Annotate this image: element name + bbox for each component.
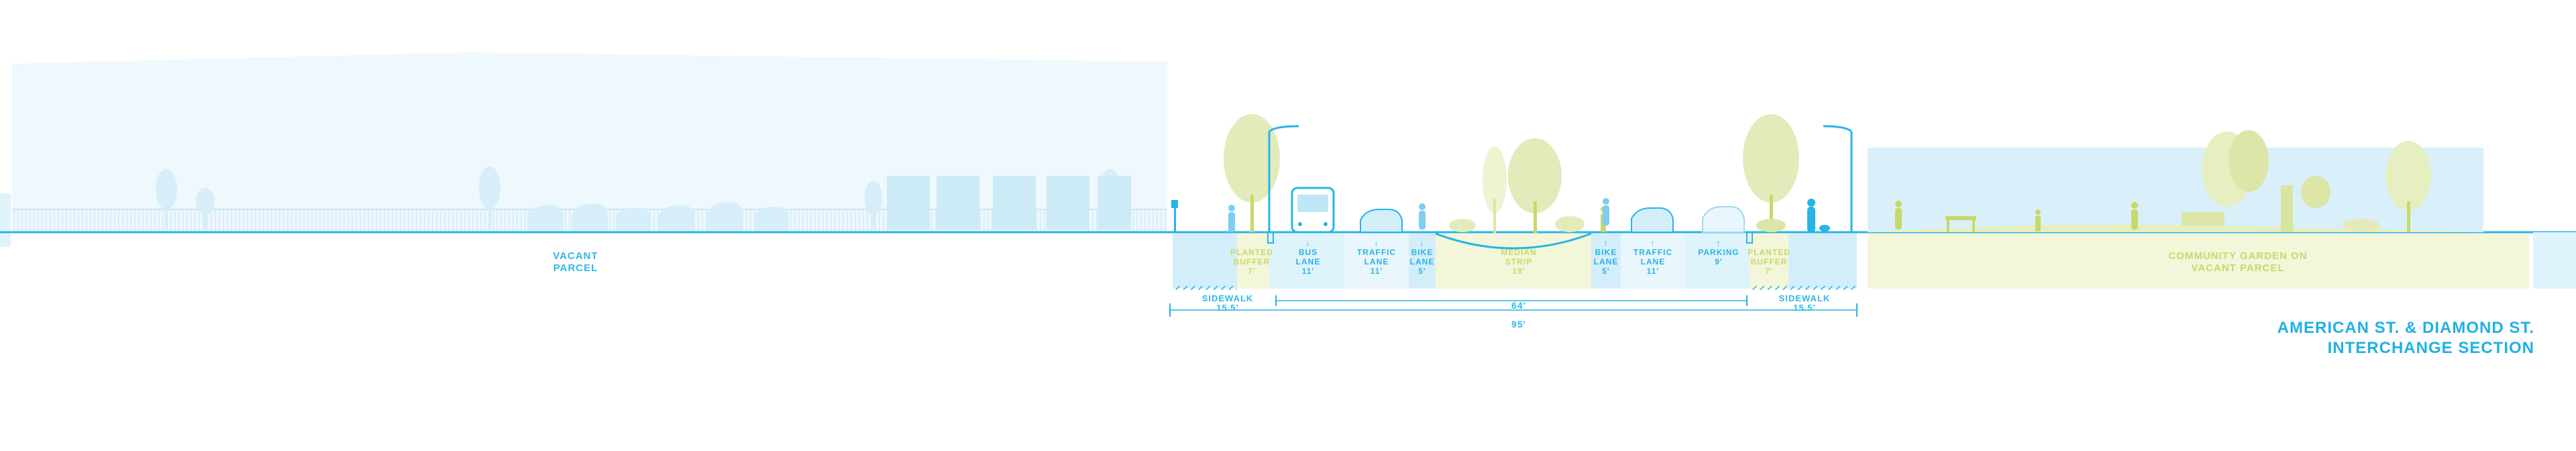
left-edge-block: [0, 193, 11, 247]
dimension-lines: [1169, 295, 1858, 317]
bike-lane-right-label-1: BIKE: [1595, 248, 1617, 257]
right-edge-block: [2533, 232, 2576, 289]
sidewalk-left-label: SIDEWALK: [1202, 293, 1254, 303]
bike-lane-left-col: [1409, 234, 1436, 289]
left-parked-cars: [527, 203, 789, 231]
right-parcel-label-1: COMMUNITY GARDEN ON: [2168, 250, 2307, 262]
zone-labels: PLANTEDBUFFER7'↓BUSLANE11'↓TRAFFICLANE11…: [1230, 238, 1790, 276]
bike-lane-left-direction-arrow: ↓: [1420, 238, 1425, 248]
parking-lane-col: [1685, 234, 1750, 289]
traffic-lane-left-label-1: TRAFFIC: [1357, 248, 1396, 257]
right-parcel-label-2: VACANT PARCEL: [2191, 262, 2284, 274]
car-left: [1360, 209, 1403, 233]
sidewalk-right-value: 15.5': [1793, 303, 1815, 313]
garden-figures: [1895, 185, 2380, 232]
pedestrian-right: [1807, 199, 1830, 232]
traffic-lane-right-label-2: LANE: [1641, 257, 1666, 266]
garden-trees: [2202, 130, 2431, 232]
sidewalk-right-label: SIDEWALK: [1779, 293, 1831, 303]
median-dip: [1435, 232, 1592, 250]
parked-car: [1702, 206, 1745, 233]
planted-buffer-right-label-1: PLANTED: [1748, 248, 1790, 257]
planted-buffer-right-label-2: BUFFER: [1751, 257, 1788, 266]
left-parcel-label-1: VACANT: [553, 250, 598, 262]
street-elements: [1171, 114, 1853, 234]
bus-lane-label-3: 11': [1302, 266, 1315, 276]
bus-lane-label-2: LANE: [1296, 257, 1321, 266]
bike-lane-left-label-2: LANE: [1410, 257, 1435, 266]
left-buffer-tree: [1224, 114, 1280, 232]
traffic-lane-left-direction-arrow: ↓: [1375, 238, 1379, 248]
median-strip-label-3: 18': [1512, 266, 1525, 276]
bike-lane-right-col: [1591, 234, 1621, 289]
title-line-2: INTERCHANGE SECTION: [2328, 339, 2534, 357]
median-strip-label-1: MEDIAN: [1501, 248, 1536, 257]
traffic-lane-left-col: [1344, 234, 1409, 289]
left-vacant-parcel: [0, 52, 1167, 247]
traffic-lane-right-direction-arrow: ↑: [1651, 238, 1656, 248]
labels: VACANT PARCEL COMMUNITY GARDEN ON VACANT…: [553, 250, 2534, 357]
planted-buffer-right-label-3: 7': [1765, 266, 1773, 276]
sidewalk-right-col: [1788, 234, 1857, 289]
bus-lane-label-1: BUS: [1299, 248, 1318, 257]
parking-lane-direction-arrow: ↑: [1717, 238, 1721, 248]
streetlight-right: [1823, 125, 1853, 232]
median-strip-label-2: STRIP: [1505, 257, 1532, 266]
streetlight-left: [1268, 125, 1299, 232]
bus-lane-direction-arrow: ↓: [1306, 238, 1311, 248]
street-section-columns: [1173, 232, 1858, 290]
title-line-1: AMERICAN ST. & DIAMOND ST.: [2277, 319, 2534, 337]
bike-lane-right-direction-arrow: ↑: [1604, 238, 1609, 248]
cyclist-left: [1419, 203, 1426, 230]
bike-lane-left-label-3: 5': [1418, 266, 1426, 276]
car-right: [1631, 207, 1674, 233]
sidewalk-left-value: 15.5': [1216, 303, 1238, 313]
left-trailers: [887, 176, 1131, 230]
street-width-value: 64': [1511, 300, 1526, 311]
parking-lane-label-1: PARKING: [1698, 248, 1739, 257]
cyclist-right: [1603, 198, 1609, 225]
planted-buffer-right-col: [1750, 234, 1788, 289]
traffic-lane-left-label-3: 11': [1371, 266, 1383, 276]
garden-ground-band: [1868, 234, 2529, 289]
planted-buffer-left-label-2: BUFFER: [1234, 257, 1271, 266]
bike-lane-right-label-2: LANE: [1594, 257, 1619, 266]
planted-buffer-left-label-1: PLANTED: [1230, 248, 1273, 257]
bus-lane-col: [1269, 234, 1344, 289]
traffic-lane-left-label-2: LANE: [1364, 257, 1389, 266]
right-community-garden: [1868, 130, 2576, 289]
sign-post: [1174, 201, 1176, 232]
pedestrian-left: [1228, 205, 1235, 232]
traffic-lane-right-label-1: TRAFFIC: [1633, 248, 1672, 257]
traffic-lane-right-col: [1621, 234, 1685, 289]
planted-buffer-left-label-3: 7': [1248, 266, 1256, 276]
bus: [1291, 187, 1335, 234]
planted-buffer-left-col: [1237, 234, 1269, 289]
traffic-lane-right-label-3: 11': [1647, 266, 1660, 276]
right-buffer-tree: [1743, 114, 1799, 232]
parking-lane-label-2: 9': [1715, 257, 1723, 266]
bike-lane-right-label-3: 5': [1602, 266, 1610, 276]
sidewalk-left-col: [1173, 234, 1237, 289]
left-parcel-label-2: PARCEL: [553, 262, 598, 274]
bike-lane-left-label-1: BIKE: [1411, 248, 1434, 257]
total-width-value: 95': [1511, 319, 1526, 330]
median-trees: [1449, 138, 1585, 234]
